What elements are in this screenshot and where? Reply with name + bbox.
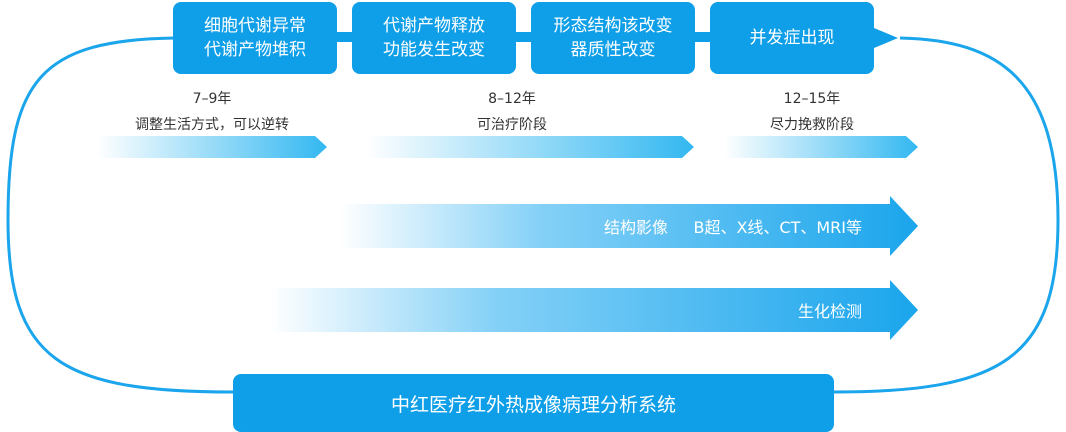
period-2-action: 可治疗阶段 bbox=[477, 117, 547, 133]
period-1-action: 调整生活方式，可以逆转 bbox=[135, 117, 289, 133]
method-arrow-imaging: 结构影像 B超、X线、CT、MRI等 bbox=[340, 196, 918, 256]
stage-connector-3 bbox=[695, 32, 711, 42]
system-label: 中红医疗红外热成像病理分析系统 bbox=[390, 393, 676, 416]
loop-left-arc bbox=[6, 36, 234, 394]
stage-4-line1: 并发症出现 bbox=[749, 28, 835, 48]
stage-2-line2: 功能发生改变 bbox=[383, 40, 485, 60]
period-2-arrow bbox=[366, 136, 694, 158]
period-2-years: 8–12年 bbox=[488, 91, 536, 107]
period-3-action: 尽力挽救阶段 bbox=[770, 117, 854, 133]
stage-box-3: 形态结构该改变 器质性改变 bbox=[531, 2, 695, 74]
stage-2-line1: 代谢产物释放 bbox=[383, 16, 485, 36]
loop-right-arc bbox=[833, 36, 1060, 394]
period-3-arrow bbox=[724, 136, 918, 158]
method-imaging-label: 结构影像 B超、X线、CT、MRI等 bbox=[604, 218, 862, 237]
stage-box-1: 细胞代谢异常 代谢产物堆积 bbox=[173, 2, 337, 74]
period-1-years: 7–9年 bbox=[192, 91, 232, 107]
stage-1-line1: 细胞代谢异常 bbox=[204, 16, 306, 36]
period-2: 8–12年 可治疗阶段 bbox=[392, 86, 632, 138]
system-bar: 中红医疗红外热成像病理分析系统 bbox=[233, 374, 834, 432]
loop-arrowhead bbox=[874, 28, 898, 48]
stage-3-line1: 形态结构该改变 bbox=[553, 16, 673, 36]
period-1: 7–9年 调整生活方式，可以逆转 bbox=[92, 86, 332, 138]
stage-box-2: 代谢产物释放 功能发生改变 bbox=[352, 2, 516, 74]
stage-3-line2: 器质性改变 bbox=[570, 40, 656, 60]
stage-1-line2: 代谢产物堆积 bbox=[204, 40, 306, 60]
stage-connector-1 bbox=[337, 32, 353, 42]
method-biochem-label: 生化检测 bbox=[797, 302, 862, 321]
period-1-arrow bbox=[97, 136, 327, 158]
period-3-years: 12–15年 bbox=[783, 91, 841, 107]
stage-box-4: 并发症出现 bbox=[710, 2, 874, 74]
period-3: 12–15年 尽力挽救阶段 bbox=[692, 86, 932, 138]
method-arrow-biochem: 生化检测 bbox=[270, 280, 918, 340]
stage-connector-2 bbox=[516, 32, 532, 42]
